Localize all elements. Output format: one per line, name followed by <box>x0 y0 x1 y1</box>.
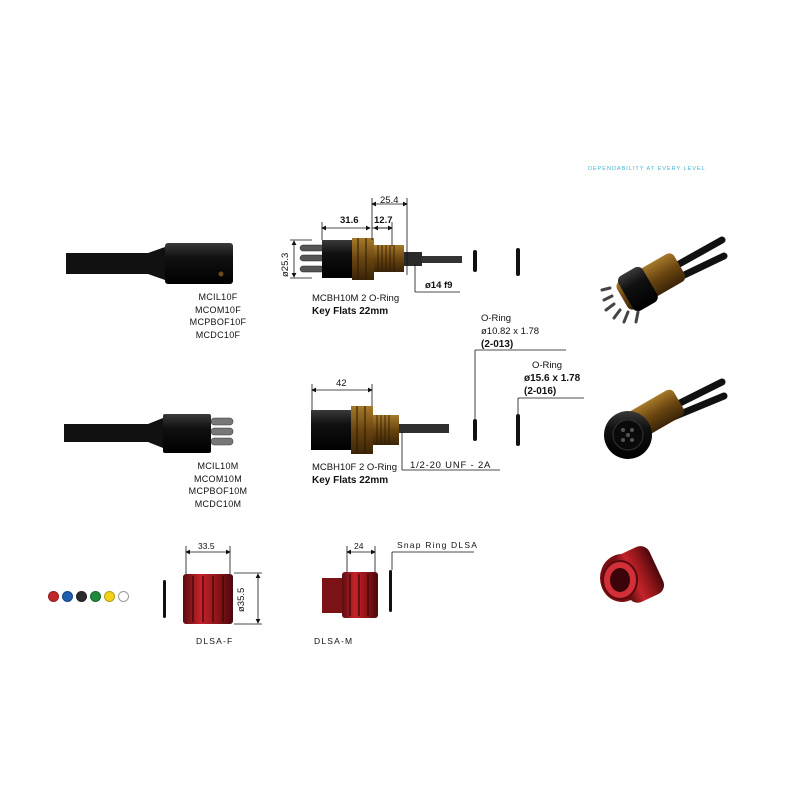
connector-render-icon <box>604 378 728 459</box>
part-number: MCDC10F <box>195 329 241 340</box>
tagline: DEPENDABILITY AT EVERY LEVEL <box>588 166 706 172</box>
oring-section-marks <box>163 248 520 618</box>
part-number: MCOM10F <box>194 304 242 315</box>
part-number: MCPBOF10F <box>189 317 247 327</box>
part-number: MCPBOF10M <box>188 486 248 496</box>
cable-male-part-numbers: MCIL10M MCOM10M MCPBOF10M MCDC10M <box>178 460 258 510</box>
dim-sleeve-female-width: 33.5 <box>198 541 215 551</box>
sleeve-female-icon <box>183 574 233 624</box>
snap-ring-label: Snap Ring DLSA <box>397 540 479 550</box>
oring-small-size: ø10.82 x 1.78 <box>481 326 540 337</box>
dim-body-length: 31.6 <box>340 215 359 226</box>
sleeve-male-label: DLSA-M <box>314 636 354 646</box>
color-swatch <box>48 591 59 602</box>
sleeve-female-label: DLSA-F <box>196 636 234 646</box>
dim-female-width: 42 <box>336 378 347 389</box>
color-swatches <box>48 591 129 602</box>
dim-diameter: ø25.3 <box>280 252 291 277</box>
color-swatch <box>104 591 115 602</box>
color-swatch <box>90 591 101 602</box>
part-number: MCIL10F <box>198 292 238 302</box>
connector-render-icon <box>600 236 728 324</box>
color-swatch <box>118 591 129 602</box>
bulkhead-male-key-flats: Key Flats 22mm <box>312 306 389 317</box>
oring-large-title: O-Ring <box>532 360 563 371</box>
bulkhead-female-model: MCBH10F 2 O-Ring <box>312 462 397 473</box>
oring-large-size: ø15.6 x 1.78 <box>524 373 581 384</box>
color-swatch <box>76 591 87 602</box>
dim-total-length: 25.4 <box>380 195 399 206</box>
bulkhead-female-key-flats: Key Flats 22mm <box>312 475 389 486</box>
dimension-lines <box>185 198 584 625</box>
dim-sleeve-male-width: 24 <box>354 541 364 551</box>
cable-female-part-numbers: MCIL10F MCOM10F MCPBOF10F MCDC10F <box>178 291 258 341</box>
dim-female-thread: 1/2-20 UNF - 2A <box>410 460 492 471</box>
oring-large-code: (2-016) <box>524 386 557 397</box>
oring-small-title: O-Ring <box>481 313 512 324</box>
cable-female-icon <box>66 243 233 284</box>
bulkhead-female-icon <box>311 406 449 454</box>
sleeve-render-icon <box>600 546 665 603</box>
dim-flange-length: 12.7 <box>374 215 393 226</box>
bulkhead-male-model: MCBH10M 2 O-Ring <box>312 293 400 304</box>
part-number: MCDC10M <box>194 498 242 509</box>
bulkhead-male-icon <box>299 238 462 280</box>
oring-small-code: (2-013) <box>481 339 514 350</box>
part-number: MCOM10M <box>193 473 243 484</box>
sleeve-male-icon <box>322 572 378 618</box>
cable-male-icon <box>64 414 234 453</box>
dim-sleeve-female-height: ø35.5 <box>236 587 247 612</box>
part-number: MCIL10M <box>197 461 239 471</box>
dim-thread: ø14 f9 <box>425 280 453 291</box>
color-swatch <box>62 591 73 602</box>
